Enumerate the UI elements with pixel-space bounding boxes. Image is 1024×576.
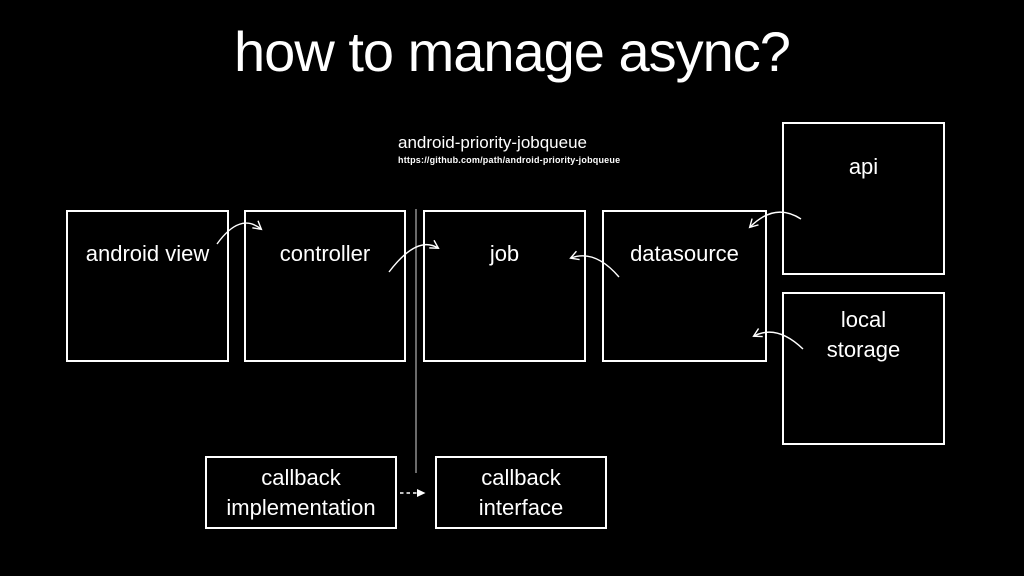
node-local-storage: local storage — [782, 292, 945, 445]
node-label: job — [489, 241, 520, 266]
node-label: api — [848, 154, 879, 179]
node-controller: controller — [244, 210, 406, 362]
node-label: datasource — [630, 241, 739, 266]
library-name: android-priority-jobqueue — [398, 133, 588, 152]
node-datasource: datasource — [602, 210, 767, 362]
node-label: local storage — [826, 307, 901, 362]
node-label: callback interface — [478, 464, 564, 520]
slide-title: how to manage async? — [234, 20, 791, 83]
node-job: job — [423, 210, 586, 362]
node-label: android view — [85, 241, 210, 266]
node-label: controller — [279, 241, 371, 266]
controller-to-callback-line — [415, 209, 417, 473]
node-api: api — [782, 122, 945, 275]
node-label: callback implementation — [226, 464, 376, 520]
library-annotation: android-priority-jobqueue https://github… — [398, 133, 658, 165]
node-callback-implementation: callback implementation — [205, 456, 397, 529]
library-url: https://github.com/path/android-priority… — [398, 155, 621, 165]
node-callback-interface: callback interface — [435, 456, 607, 529]
node-android-view: android view — [66, 210, 229, 362]
